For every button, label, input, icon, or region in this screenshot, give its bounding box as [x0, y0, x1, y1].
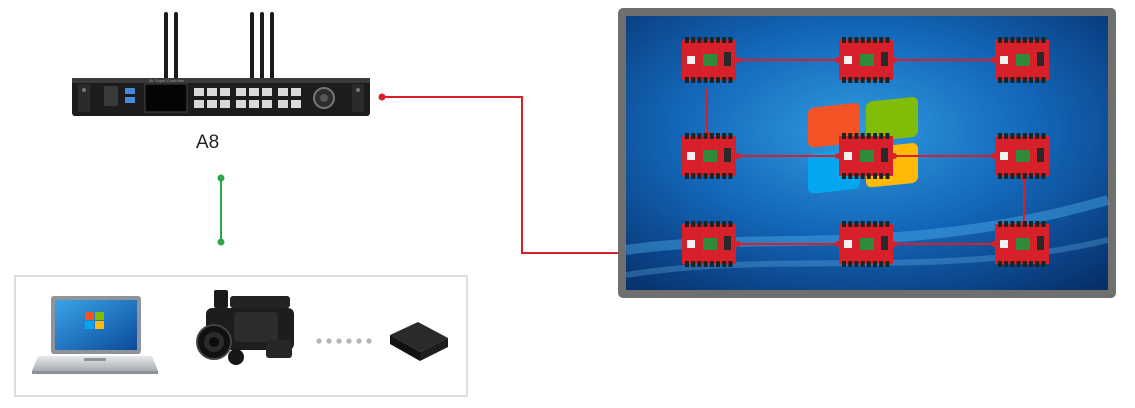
- receiver-card-chain: [706, 59, 1025, 245]
- receiver-cards: [682, 37, 1049, 267]
- input-sources-panel: [14, 275, 468, 397]
- camcorder-icon: [196, 290, 294, 365]
- laptop-icon: [32, 296, 158, 374]
- receiver-card-icon: [839, 133, 893, 179]
- receiver-card-icon: [682, 133, 736, 179]
- device-front-text: 4K Super Controller: [149, 78, 185, 83]
- receiver-card-icon: [995, 133, 1049, 179]
- more-sources-ellipsis: [316, 338, 372, 344]
- antennas: [164, 12, 274, 82]
- a8-controller-device: 4K Super Controller: [72, 78, 370, 116]
- receiver-card-icon: [839, 37, 893, 83]
- receiver-card-icon: [682, 221, 736, 267]
- set-top-box-icon: [390, 322, 448, 361]
- receiver-card-icon: [995, 221, 1049, 267]
- receiver-card-icon: [839, 221, 893, 267]
- input-link: [217, 174, 225, 246]
- device-label: A8: [196, 132, 220, 153]
- receiver-card-icon: [682, 37, 736, 83]
- receiver-card-icon: [995, 37, 1049, 83]
